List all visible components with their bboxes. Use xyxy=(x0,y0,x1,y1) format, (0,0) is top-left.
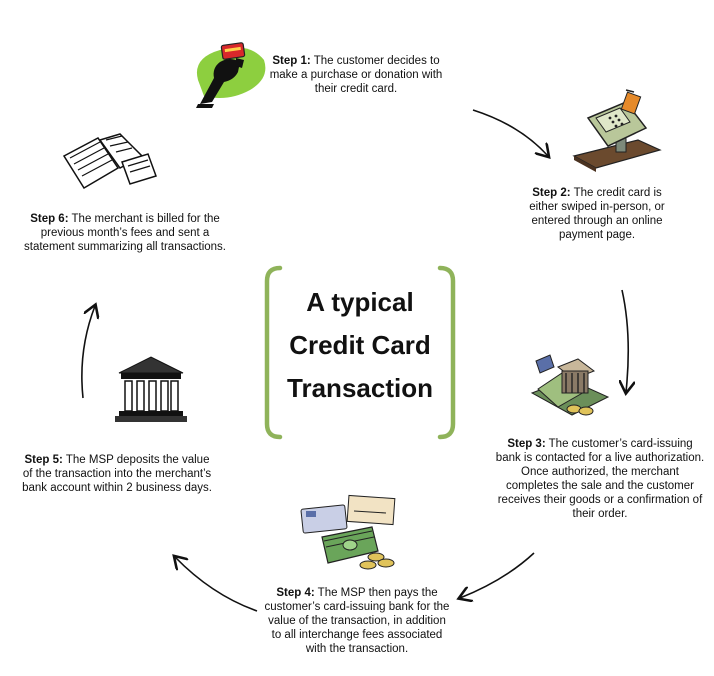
bank-with-money-icon xyxy=(530,354,610,416)
step-4-description: The MSP then pays the customer’s card-is… xyxy=(264,587,450,655)
step-1-text: Step 1: The customer decides to make a p… xyxy=(268,54,444,96)
step-5-label: Step 5: xyxy=(24,454,63,466)
arrow-step4-to-step5 xyxy=(175,557,258,612)
step-2-label: Step 2: xyxy=(532,187,571,199)
step-1-description: The customer decides to make a purchase … xyxy=(269,55,443,95)
step-6-text: Step 6: The merchant is billed for the p… xyxy=(20,212,230,254)
step-2-description: The credit card is either swiped in-pers… xyxy=(529,187,665,241)
title-line-2: Credit Card xyxy=(289,330,431,360)
arrow-step3-to-step4 xyxy=(460,552,535,598)
arrow-step5-to-step6 xyxy=(81,306,95,399)
step-3-description: The customer’s card-issuing bank is cont… xyxy=(495,438,705,520)
step-6-label: Step 6: xyxy=(30,213,69,225)
step-4-text: Step 4: The MSP then pays the customer’s… xyxy=(262,586,452,656)
center-title-box: A typical Credit Card Transaction xyxy=(262,265,458,440)
title-brackets xyxy=(264,265,456,440)
hand-with-card-icon xyxy=(196,42,266,108)
arrow-step2-to-step3 xyxy=(622,289,628,392)
cash-and-coins-icon xyxy=(300,494,396,570)
step-5-description: The MSP deposits the value of the transa… xyxy=(22,454,212,494)
arrow-step1-to-step2 xyxy=(472,109,548,156)
step-3-text: Step 3: The customer’s card-issuing bank… xyxy=(494,437,706,521)
bank-building-icon xyxy=(115,356,187,422)
title-line-1: A typical xyxy=(306,287,414,317)
card-terminal-icon xyxy=(572,89,662,172)
step-4-label: Step 4: xyxy=(276,587,315,599)
page-title: A typical Credit Card Transaction xyxy=(262,281,458,410)
step-6-description: The merchant is billed for the previous … xyxy=(24,213,226,253)
title-line-3: Transaction xyxy=(287,373,433,403)
step-1-label: Step 1: xyxy=(272,55,311,67)
step-5-text: Step 5: The MSP deposits the value of th… xyxy=(22,453,212,495)
step-3-label: Step 3: xyxy=(507,438,546,450)
step-2-text: Step 2: The credit card is either swiped… xyxy=(518,186,676,242)
statement-papers-icon xyxy=(62,133,157,190)
